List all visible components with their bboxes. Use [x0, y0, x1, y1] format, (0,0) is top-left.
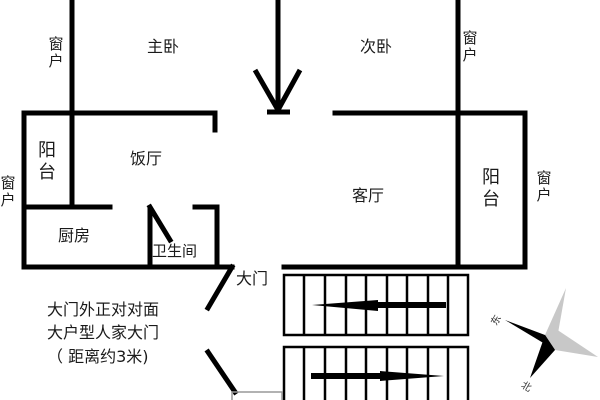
room-dining: 饭厅 [130, 149, 163, 168]
room-balcony-right: 阳台 [482, 167, 500, 210]
room-balcony-left: 阳台 [38, 140, 56, 183]
stair-arrow-left-icon [312, 300, 446, 311]
window-label-left-top: 窗户 [48, 35, 64, 70]
main-door-label: 大门 [236, 269, 269, 288]
bathroom-door [146, 203, 174, 244]
note-line-2: 大户型人家大门 [47, 323, 160, 342]
stair-arrow-right-icon [311, 371, 444, 381]
stairs [282, 273, 470, 400]
arrow-down-icon [252, 0, 303, 115]
room-kitchen: 厨房 [58, 226, 91, 245]
main-door-leaf [204, 348, 239, 396]
room-bathroom: 卫生间 [152, 242, 198, 260]
note-line-1: 大门外正对对面 [47, 300, 160, 319]
main-door-leaf [204, 263, 236, 312]
window-label-right-top: 窗户 [462, 29, 478, 64]
compass-icon [505, 288, 598, 378]
note-line-3: （ 距离约3米) [47, 347, 149, 366]
room-second-bedroom: 次卧 [360, 37, 393, 56]
room-living: 客厅 [352, 186, 385, 205]
threshold [231, 391, 283, 400]
window-label-left-mid: 窗户 [0, 174, 16, 209]
window-label-right-mid: 窗户 [536, 169, 552, 204]
room-master-bedroom: 主卧 [147, 37, 180, 56]
